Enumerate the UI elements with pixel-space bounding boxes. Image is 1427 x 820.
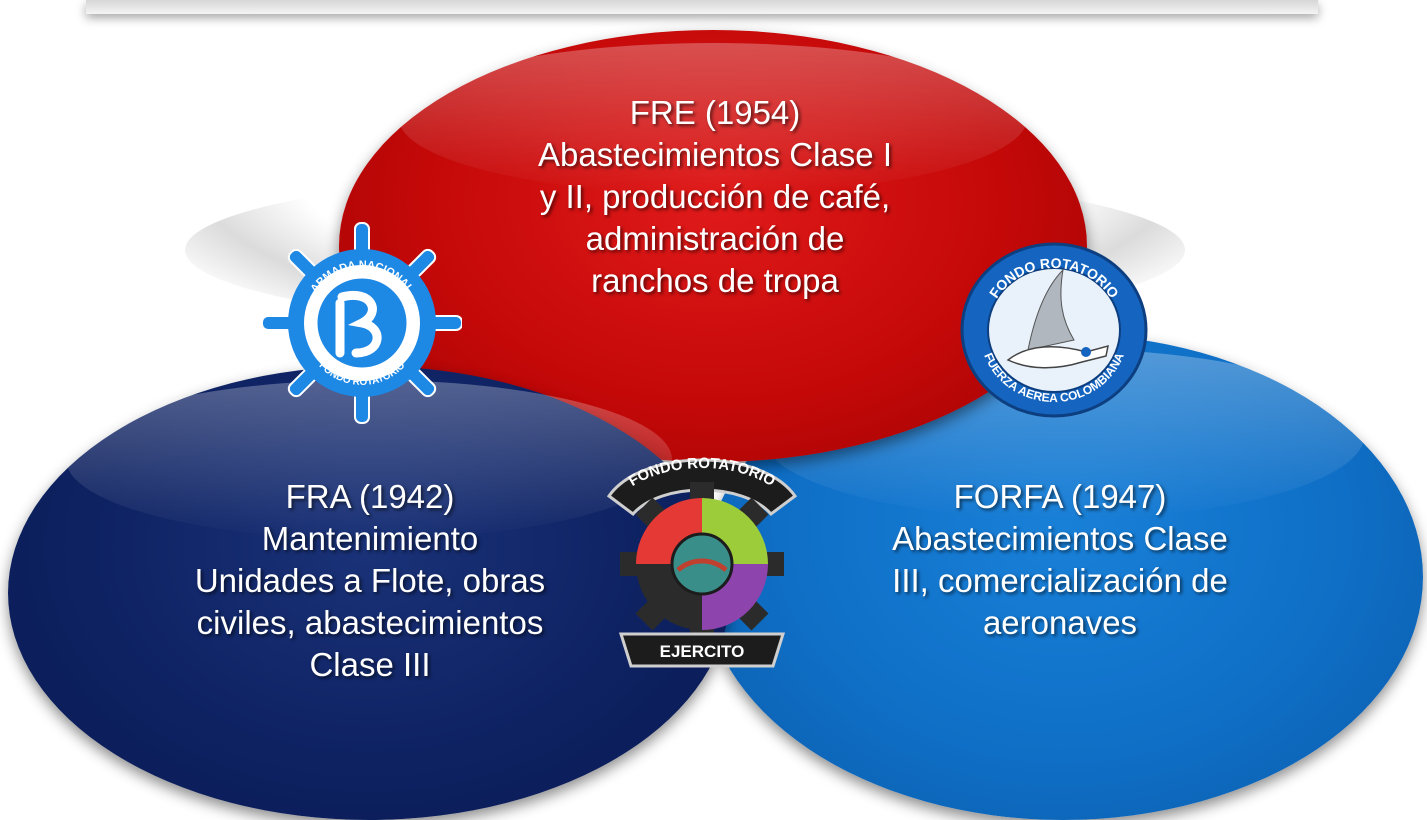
fre-line: administración de — [585, 220, 845, 257]
top-bar — [86, 0, 1318, 14]
armada-logo-icon: ARMADA NACIONAL FONDO ROTATORIO — [262, 222, 462, 424]
ejercito-logo-icon: FONDO ROTATORIO EJERCITO — [606, 455, 798, 668]
fre-label: FRE (1954) Abastecimientos Clase I y II,… — [440, 92, 990, 302]
fre-line: ranchos de tropa — [591, 262, 839, 299]
fra-label: FRA (1942) Mantenimiento Unidades a Flot… — [110, 476, 630, 686]
fre-line: Abastecimientos Clase I — [538, 136, 892, 173]
fre-title: FRE (1954) — [629, 94, 801, 131]
fra-line: Unidades a Flote, obras — [194, 562, 546, 599]
forfa-title: FORFA (1947) — [953, 478, 1167, 515]
fra-line: civiles, abastecimientos — [196, 604, 544, 641]
fra-line: Mantenimiento — [261, 520, 479, 557]
fra-title: FRA (1942) — [285, 478, 455, 515]
ejercito-logo-bottom-text: EJERCITO — [660, 642, 745, 661]
fra-line: Clase III — [309, 646, 431, 683]
forfa-line: aeronaves — [982, 604, 1138, 641]
forfa-line: Abastecimientos Clase — [892, 520, 1228, 557]
forfa-line: III, comercialización de — [892, 562, 1228, 599]
fac-logo-icon: FONDO ROTATORIO FUERZA AEREA COLOMBIANA — [960, 242, 1148, 418]
forfa-label: FORFA (1947) Abastecimientos Clase III, … — [800, 476, 1320, 644]
fre-line: y II, producción de café, — [539, 178, 891, 215]
